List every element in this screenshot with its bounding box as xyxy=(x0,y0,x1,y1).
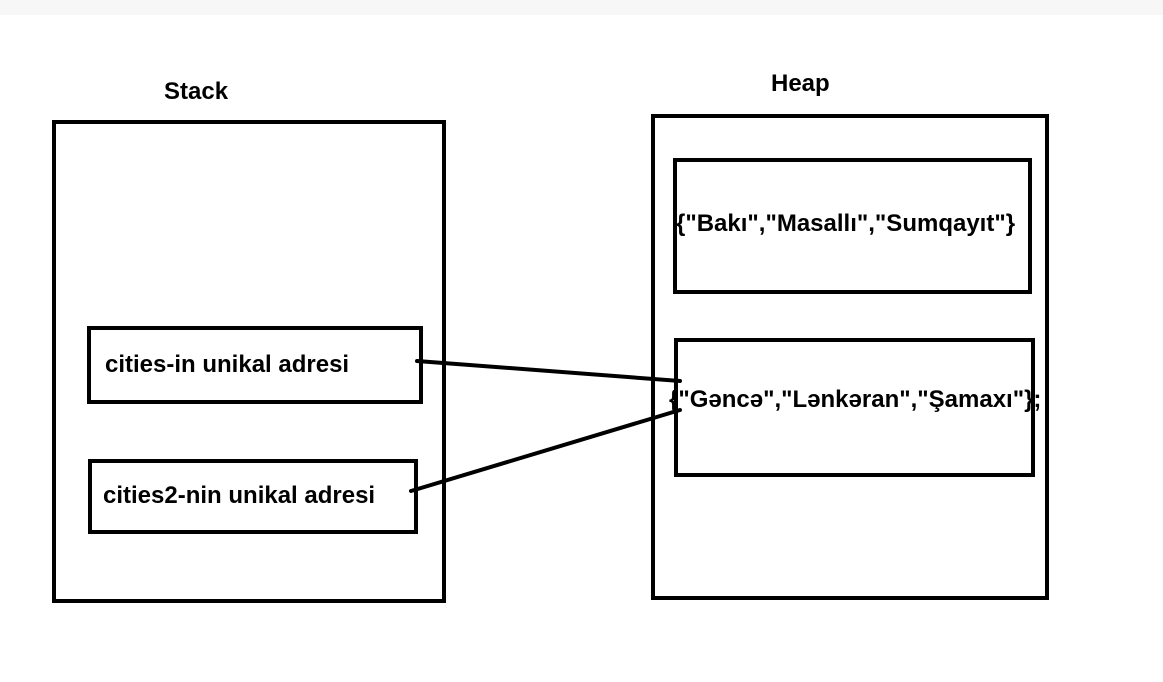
heap-object-1 xyxy=(673,158,1032,294)
reference-line-cities2 xyxy=(409,408,682,493)
stack-item-cities2 xyxy=(88,459,418,534)
heap-object-2-value: {"Gəncə","Lənkəran","Şamaxı"}; xyxy=(669,386,1042,413)
heap-title: Heap xyxy=(771,70,830,97)
heap-container xyxy=(651,114,1049,600)
stack-title: Stack xyxy=(164,78,229,105)
stack-item-cities2-label: cities2-nin unikal adresi xyxy=(103,482,376,509)
heap-object-1-value: {"Bakı","Masallı","Sumqayıt"} xyxy=(676,210,1016,237)
top-strip xyxy=(0,0,1163,15)
stack-item-cities-label: cities-in unikal adresi xyxy=(105,351,350,378)
reference-line-cities xyxy=(415,359,682,383)
stack-item-cities xyxy=(87,326,423,404)
heap-object-2 xyxy=(674,338,1035,477)
